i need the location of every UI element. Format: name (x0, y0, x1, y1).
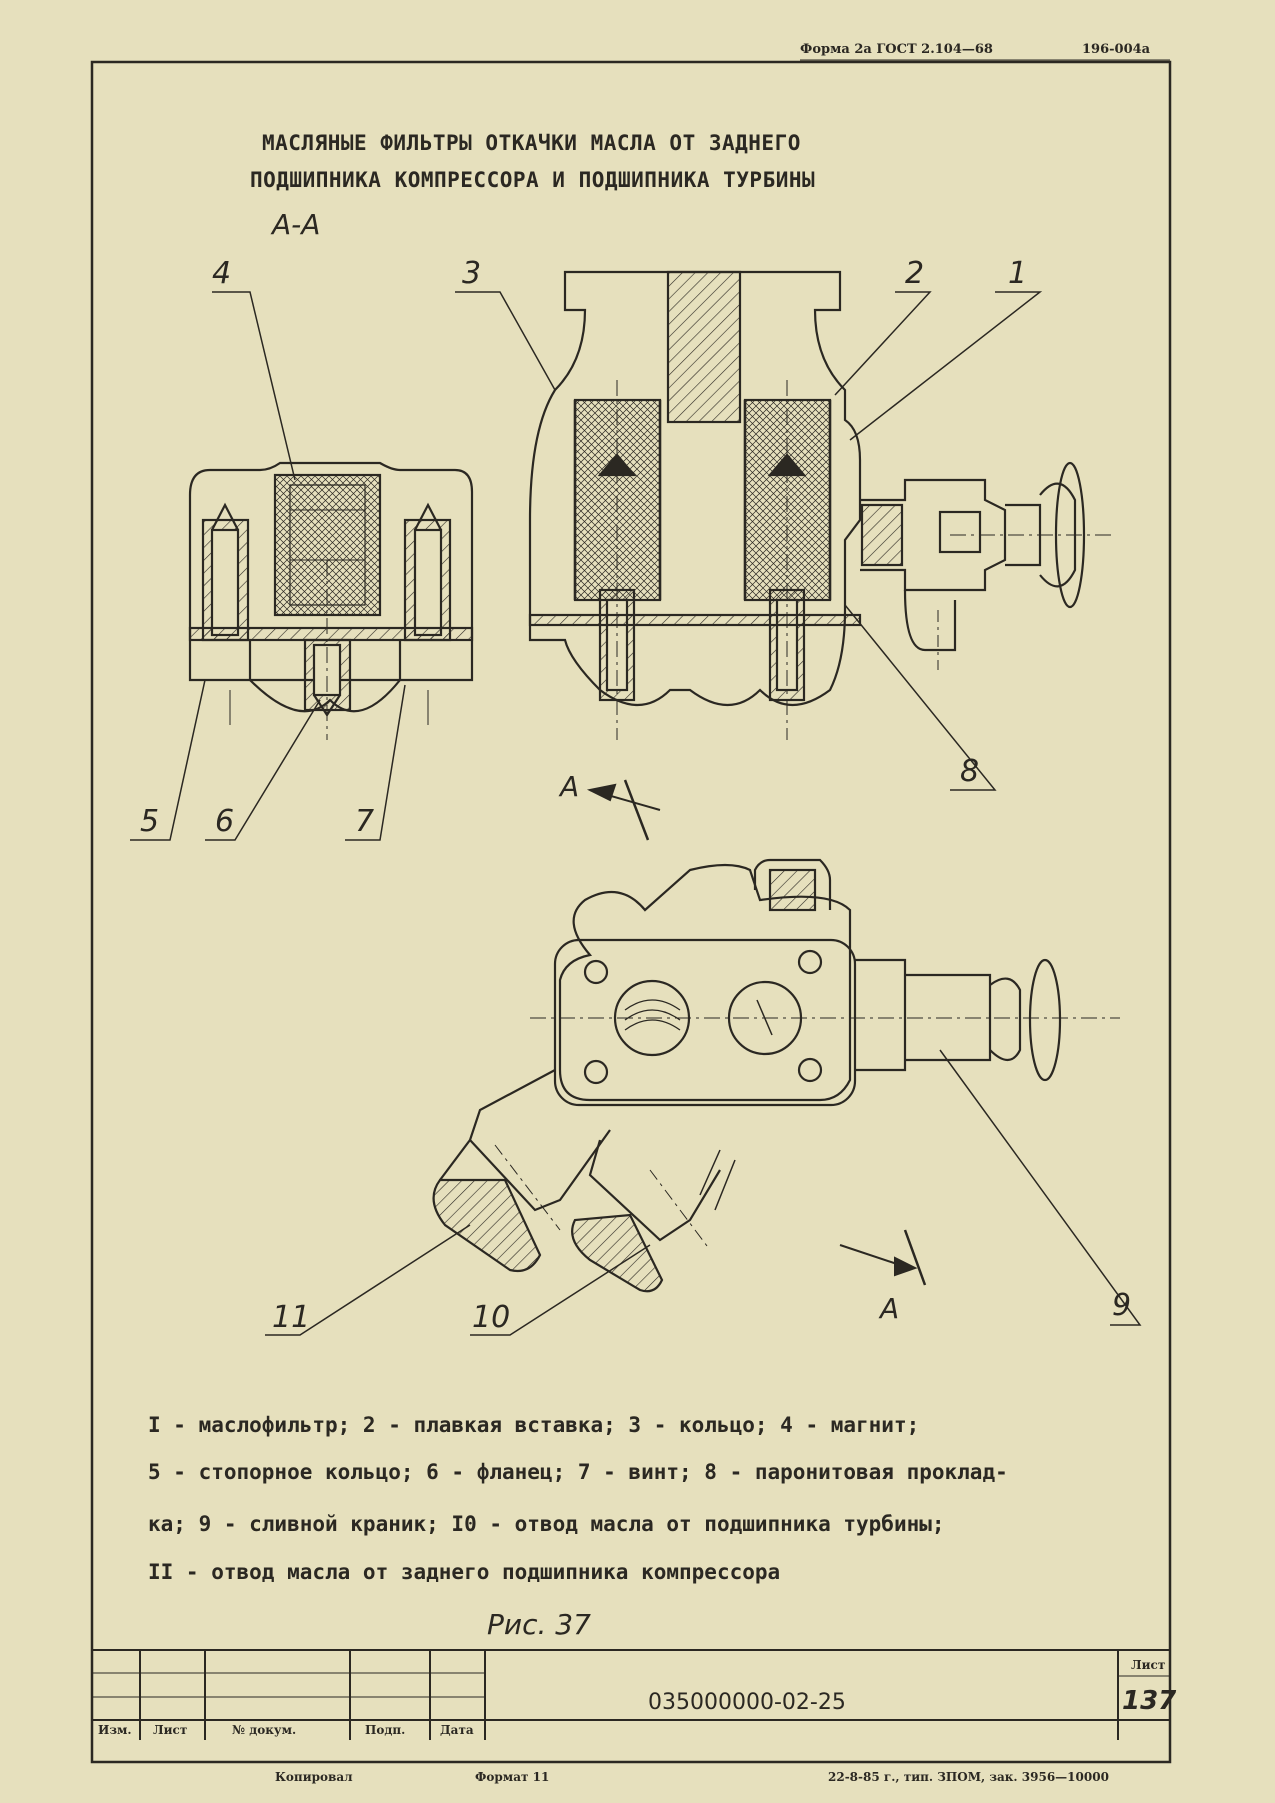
drawing-title-line2: ПОДШИПНИКА КОМПРЕССОРА И ПОДШИПНИКА ТУРБ… (250, 168, 816, 192)
section-cut-arrows (586, 779, 927, 1286)
section-label: А-А (272, 208, 321, 241)
tb-col-list: Лист (153, 1723, 188, 1737)
callout-6: 6 (215, 804, 235, 839)
footer-format: Формат 11 (475, 1770, 550, 1784)
section-arrow-label-bottom: А (880, 1292, 900, 1325)
form-code: 196-004а (1082, 42, 1151, 57)
footer-copied: Копировал (275, 1770, 353, 1784)
tb-col-izm: Изм. (98, 1723, 132, 1737)
drawing-title-line1: МАСЛЯНЫЕ ФИЛЬТРЫ ОТКАЧКИ МАСЛА ОТ ЗАДНЕГ… (262, 131, 801, 155)
figure-caption: Рис. 37 (487, 1608, 591, 1641)
legend-line3: ка; 9 - сливной краник; I0 - отвод масла… (148, 1512, 945, 1536)
section-arrow-label-top: А (560, 770, 580, 803)
callout-8: 8 (960, 754, 980, 789)
callout-1: 1 (1008, 256, 1028, 291)
tb-col-dokum: № докум. (232, 1723, 297, 1737)
callout-4: 4 (212, 256, 232, 291)
legend-line4: II - отвод масла от заднего подшипника к… (148, 1560, 781, 1584)
callout-11: 11 (272, 1300, 311, 1335)
filter-exterior-view (432, 858, 1120, 1293)
legend-line1: I - маслофильтр; 2 - плавкая вставка; 3 … (148, 1413, 920, 1437)
callout-9: 9 (1112, 1288, 1132, 1323)
drawing-frame (90, 60, 1172, 1764)
leader-lines (130, 291, 1142, 1336)
sheet-label: Лист (1131, 1658, 1166, 1672)
sheet-number: 137 (1122, 1686, 1177, 1716)
tb-col-data: Дата (440, 1723, 474, 1737)
filter-body-section (528, 270, 1115, 740)
callout-10: 10 (472, 1300, 511, 1335)
form-standard: Форма 2а ГОСТ 2.104—68 (800, 42, 993, 57)
callout-5: 5 (140, 804, 160, 839)
section-view-a-a (188, 461, 474, 740)
footer-print-info: 22-8-85 г., тип. ЗПОМ, зак. 3956—10000 (828, 1770, 1109, 1784)
document-code: 035000000-02-25 (648, 1690, 846, 1715)
tb-col-podp: Подп. (365, 1723, 406, 1737)
callout-2: 2 (905, 256, 925, 291)
legend-line2: 5 - стопорное кольцо; 6 - фланец; 7 - ви… (148, 1460, 1008, 1484)
callout-3: 3 (462, 256, 482, 291)
callout-7: 7 (355, 804, 375, 839)
